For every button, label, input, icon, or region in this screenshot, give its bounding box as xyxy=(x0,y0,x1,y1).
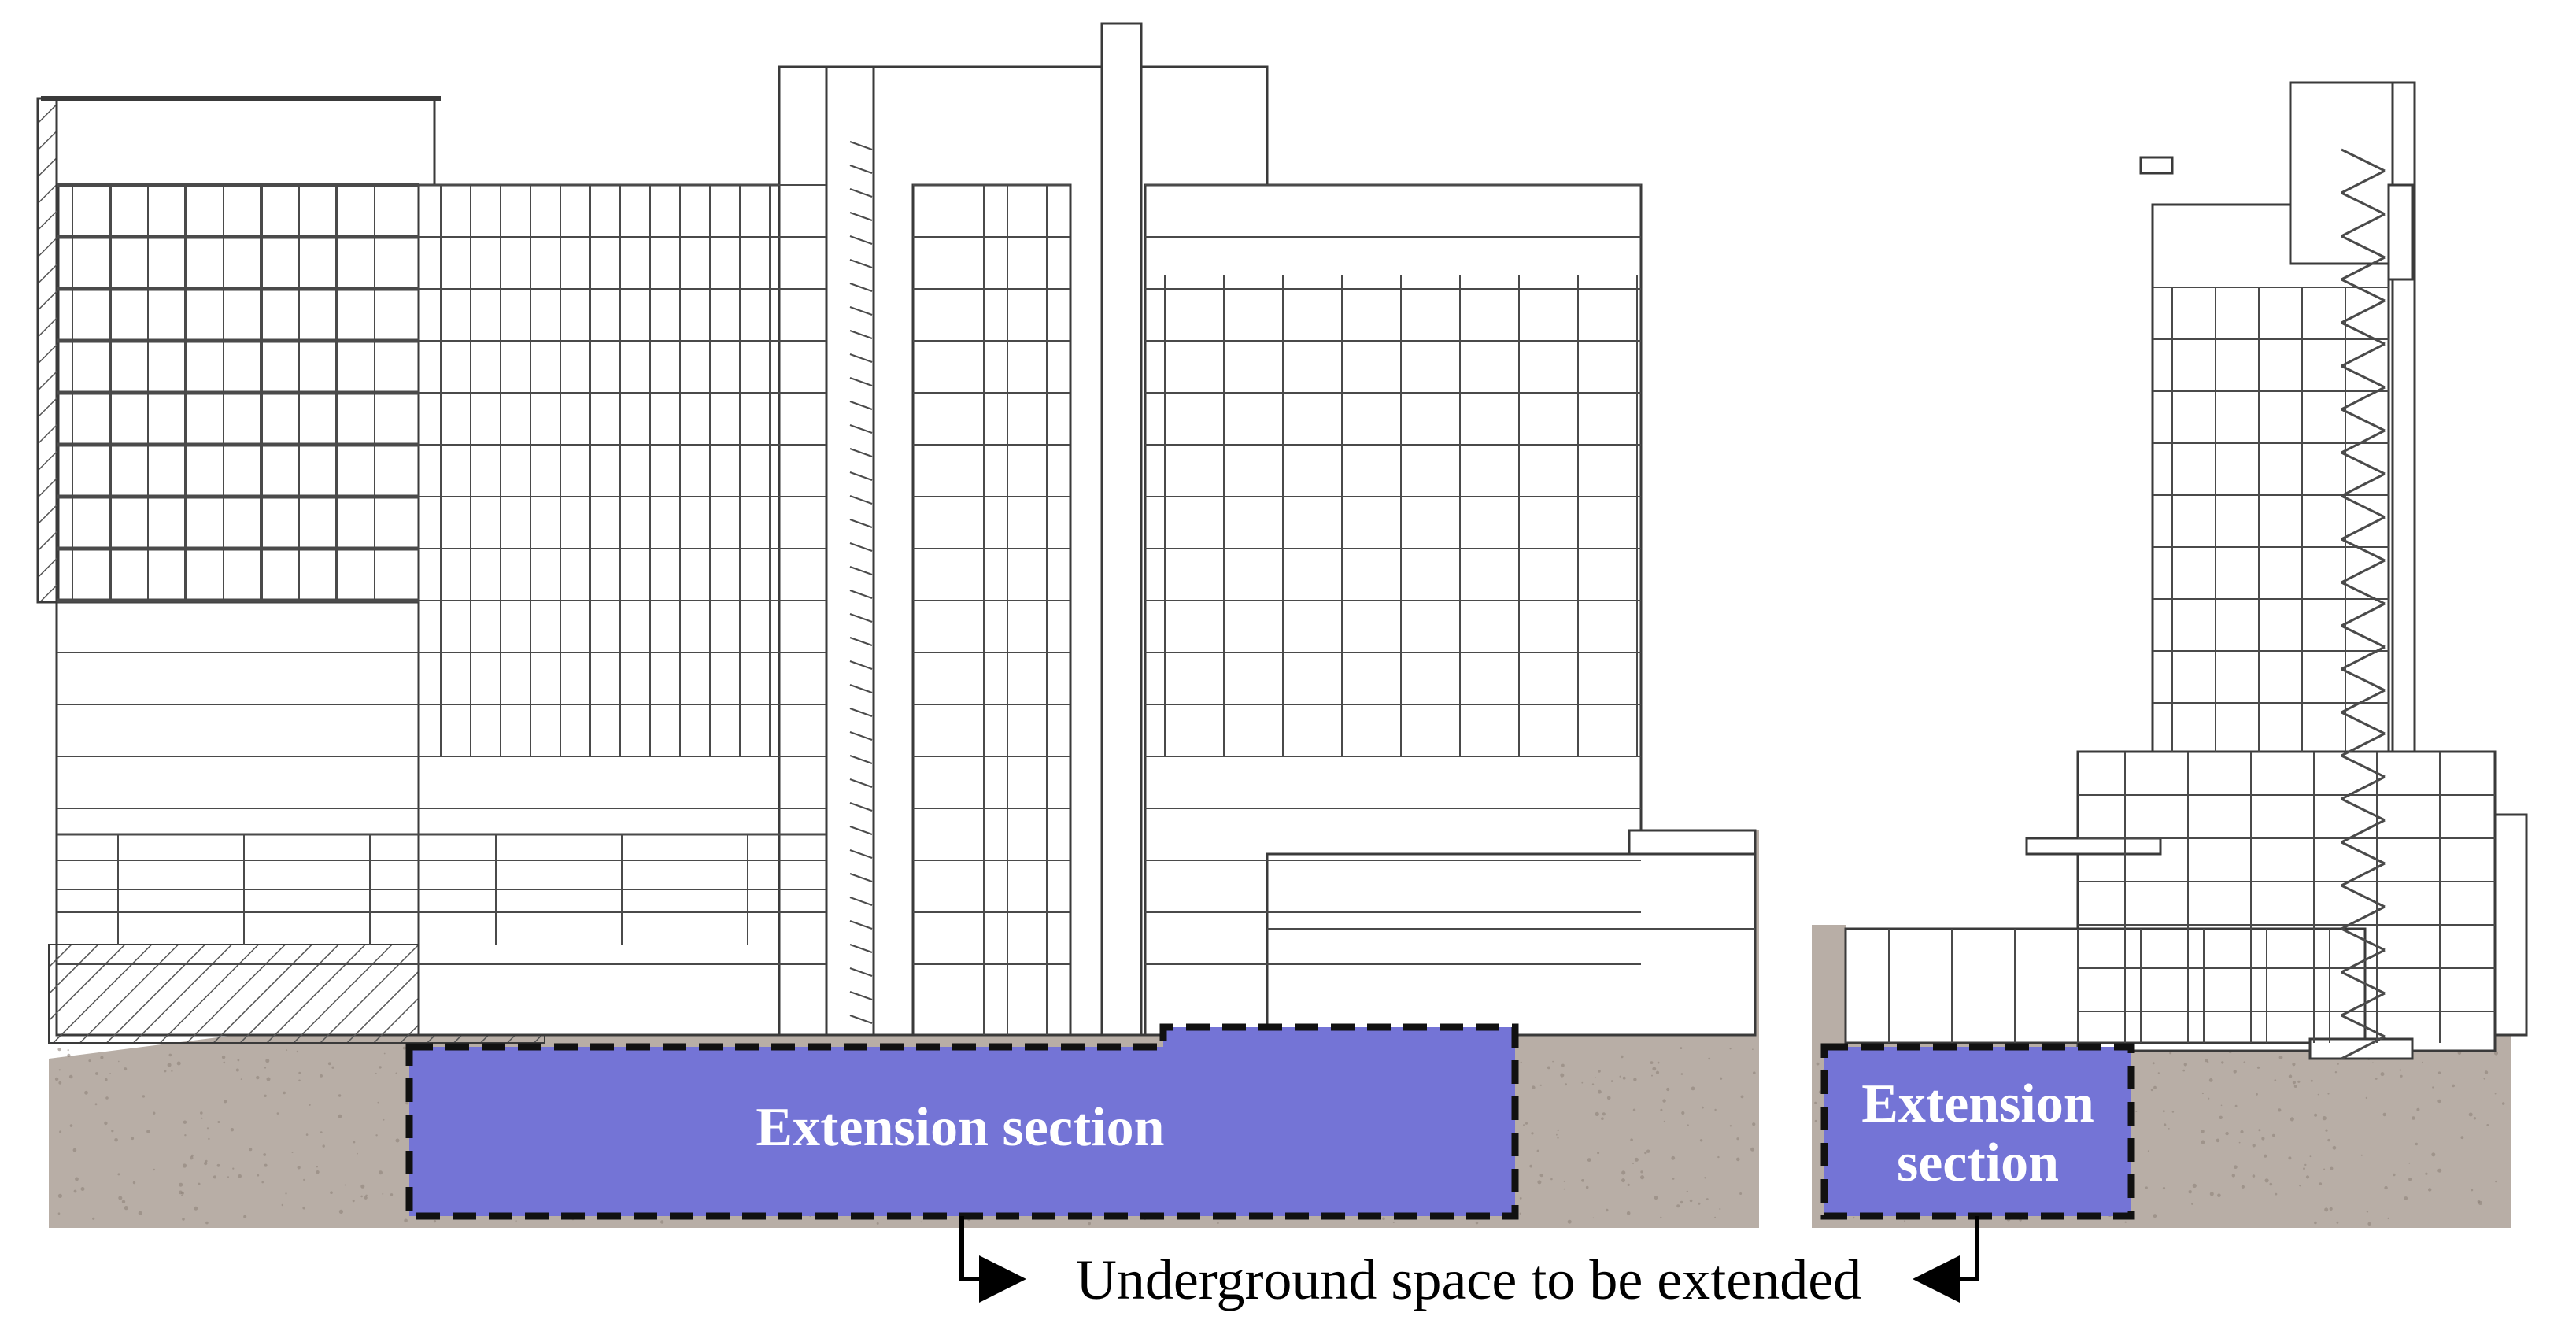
extension-section-right[interactable]: Extension section xyxy=(1820,1043,2135,1220)
arrow-right xyxy=(1913,1216,1979,1303)
extension-label-right-line2: section xyxy=(1897,1133,2059,1193)
floor-grid-right xyxy=(1888,148,2495,1060)
arrow-left xyxy=(959,1216,1026,1303)
callout-arrows xyxy=(959,1216,1979,1303)
caption-underground-space: Underground space to be extended xyxy=(1076,1248,1861,1311)
building-cross-section-left xyxy=(36,22,1757,1044)
extension-label-left: Extension section xyxy=(756,1097,1164,1158)
building-cross-section-right xyxy=(1844,81,2528,1060)
extension-label-right-line1: Extension xyxy=(1861,1074,2094,1134)
extension-section-left[interactable]: Extension section xyxy=(405,1023,1519,1220)
floor-grid-left xyxy=(57,141,1755,1035)
